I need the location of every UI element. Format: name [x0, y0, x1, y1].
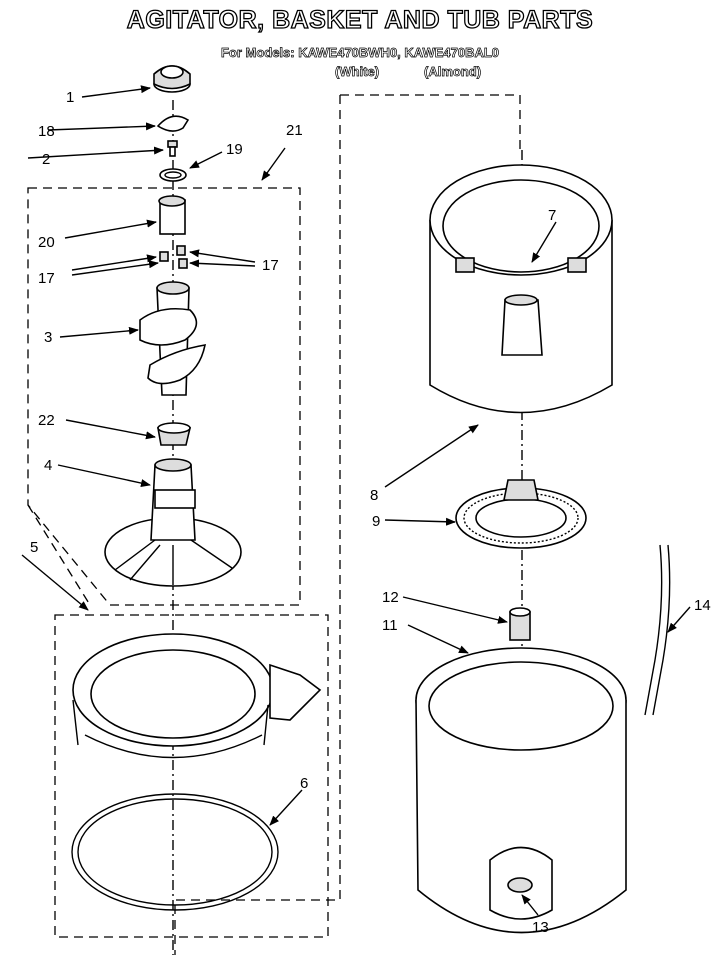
callout-2: 2 — [42, 151, 50, 168]
callout-19: 19 — [226, 141, 243, 158]
agitator-cam — [158, 195, 186, 235]
basket-drive-hub — [455, 479, 587, 549]
callout-8: 8 — [370, 487, 378, 504]
callout-9: 9 — [372, 513, 380, 530]
callout-12: 12 — [382, 589, 399, 606]
callout-1: 1 — [66, 89, 74, 106]
agitator-dogs — [159, 245, 188, 269]
o-ring-inner — [164, 171, 182, 179]
drain-hose — [644, 544, 663, 716]
screw — [167, 140, 178, 157]
callout-3: 3 — [44, 329, 52, 346]
tub-ring-box — [54, 614, 329, 938]
assembly-leader-5 — [27, 504, 91, 606]
basket-assembly-outline — [174, 94, 521, 955]
leader-lines — [21, 85, 691, 916]
callout-14: 14 — [694, 597, 711, 614]
agitator-cap — [153, 65, 191, 93]
wash-basket — [429, 164, 613, 414]
callout-17-right: 17 — [262, 257, 279, 274]
agitator-auger — [139, 281, 207, 396]
hub-nut — [509, 607, 531, 641]
agitator-assembly-box — [27, 187, 301, 606]
callout-21: 21 — [286, 122, 303, 139]
callout-4: 4 — [44, 457, 52, 474]
tub-ring — [72, 633, 322, 759]
o-ring — [159, 168, 187, 182]
drain-hose-edge — [652, 544, 671, 716]
callout-5: 5 — [30, 539, 38, 556]
callout-7: 7 — [548, 207, 556, 224]
variant-almond: (Almond) — [424, 64, 482, 80]
snap-ring — [71, 793, 279, 911]
callout-6: 6 — [300, 775, 308, 792]
agitator-base — [104, 458, 242, 587]
callout-20: 20 — [38, 234, 55, 251]
model-numbers: For Models: KAWE470BWH0, KAWE470BAL0 — [220, 45, 500, 61]
outer-tub — [415, 647, 627, 934]
callout-11: 11 — [382, 617, 398, 634]
callout-17-left: 17 — [38, 270, 55, 287]
variant-white: (White) — [335, 64, 380, 80]
callout-22: 22 — [38, 412, 55, 429]
callout-13: 13 — [532, 919, 549, 936]
diagram-title: AGITATOR, BASKET AND TUB PARTS — [126, 5, 594, 34]
cap-seal — [156, 115, 190, 132]
drive-bell — [157, 422, 192, 446]
callout-18: 18 — [38, 123, 55, 140]
